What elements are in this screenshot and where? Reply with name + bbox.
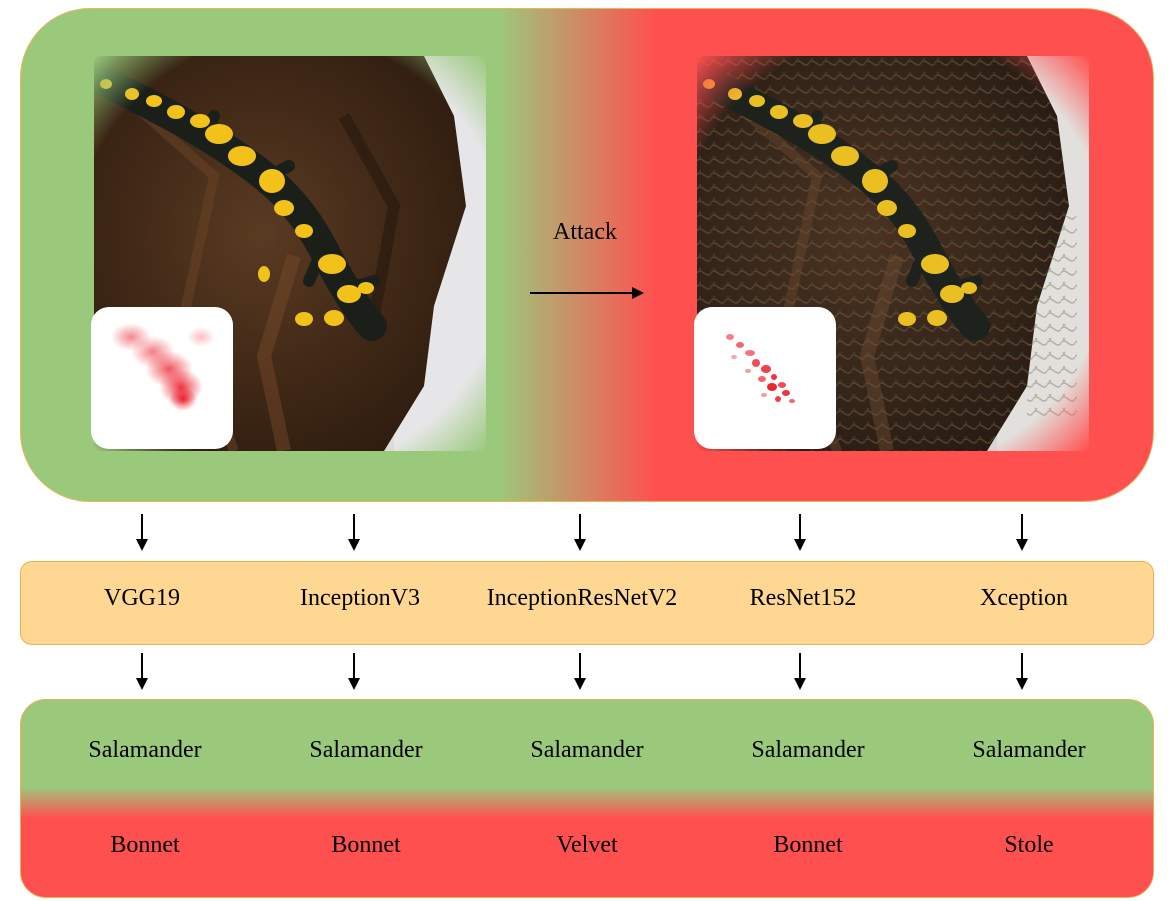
arrow-to-prediction-4: [790, 652, 810, 692]
clean-prediction-2: Salamander: [309, 737, 423, 763]
clean-prediction-1: Salamander: [88, 737, 202, 763]
adversarial-prediction-5: Stole: [1004, 832, 1054, 858]
attention-heatmap-adversarial: [694, 307, 836, 449]
arrow-to-prediction-3: [570, 652, 590, 692]
arrow-to-model-3: [570, 513, 590, 553]
arrow-to-model-2: [344, 513, 364, 553]
predictions-panel: [20, 699, 1154, 898]
attention-heatmap-original: [91, 307, 233, 449]
arrow-to-model-5: [1012, 513, 1032, 553]
adversarial-prediction-4: Bonnet: [773, 832, 843, 858]
model-label-3: InceptionResNetV2: [486, 585, 678, 611]
arrow-to-model-1: [132, 513, 152, 553]
adversarial-prediction-1: Bonnet: [110, 832, 180, 858]
arrow-to-model-4: [790, 513, 810, 553]
attack-label: Attack: [553, 219, 617, 245]
clean-prediction-3: Salamander: [530, 737, 644, 763]
model-label-2: InceptionV3: [300, 585, 420, 611]
arrow-to-prediction-2: [344, 652, 364, 692]
adversarial-prediction-2: Bonnet: [331, 832, 401, 858]
model-label-5: Xception: [980, 585, 1068, 611]
adversarial-prediction-3: Velvet: [556, 832, 618, 858]
clean-prediction-4: Salamander: [751, 737, 865, 763]
clean-prediction-5: Salamander: [972, 737, 1086, 763]
model-label-1: VGG19: [104, 585, 180, 611]
arrow-to-prediction-1: [132, 652, 152, 692]
attack-arrow: [528, 283, 648, 308]
arrow-to-prediction-5: [1012, 652, 1032, 692]
model-label-4: ResNet152: [749, 585, 857, 611]
models-panel: [20, 561, 1154, 645]
